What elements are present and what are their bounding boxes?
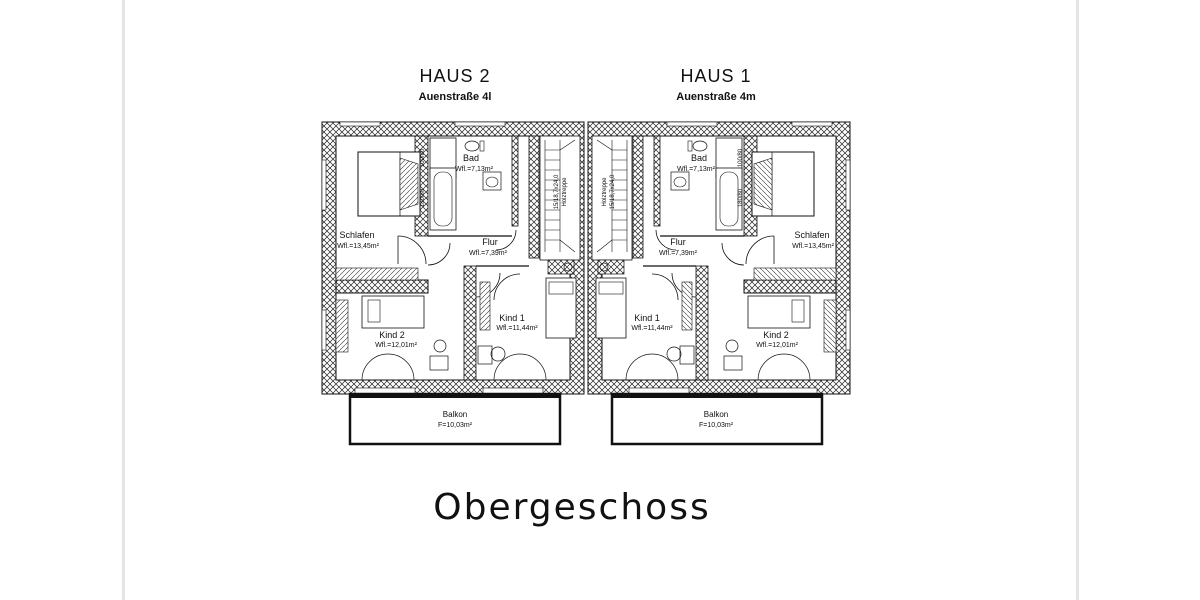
room-area-kind1: Wfl.=11,44m² xyxy=(496,325,538,332)
room-area-bad: Wfl.=7,13m² xyxy=(455,166,494,173)
room-area-kind2: Wfl.=12,01m² xyxy=(756,342,798,349)
room-label-schlafen: Schlafen xyxy=(339,230,374,240)
room-label-kind1: Kind 1 xyxy=(499,313,525,323)
house-2-address: Auenstraße 4l xyxy=(418,91,492,103)
shower-size: 100/80 xyxy=(420,148,426,167)
room-area-flur: Wfl.=7,39m² xyxy=(469,250,508,257)
room-area-flur: Wfl.=7,39m² xyxy=(659,250,698,257)
room-label-balkon: Balkon xyxy=(443,410,467,419)
tub-size: 180/80 xyxy=(738,188,744,207)
room-label-kind1: Kind 1 xyxy=(634,313,660,323)
house-2-floorplan xyxy=(320,120,586,446)
room-area-schlafen: Wfl.=13,45m² xyxy=(792,243,834,250)
page-left-border xyxy=(122,0,125,600)
shower-size: 100/80 xyxy=(738,148,744,167)
room-area-schlafen: Wfl.=13,45m² xyxy=(337,243,379,250)
stairs-dimension: 15/18,7x24,0 xyxy=(554,174,560,209)
stairs-label: Holztreppe xyxy=(562,177,568,207)
page-right-border xyxy=(1076,0,1079,600)
room-label-bad: Bad xyxy=(691,153,707,163)
stairs-dimension: 15/18,7x24,0 xyxy=(610,174,616,209)
room-label-flur: Flur xyxy=(670,237,686,247)
stairs-label: Holztreppe xyxy=(602,177,608,207)
floor-caption: Obergeschoss xyxy=(433,487,711,528)
tub-size: 180/80 xyxy=(420,188,426,207)
house-2-title: HAUS 2 xyxy=(419,66,491,86)
house-1-title: HAUS 1 xyxy=(680,66,752,86)
room-area-bad: Wfl.=7,13m² xyxy=(677,166,716,173)
room-label-balkon: Balkon xyxy=(704,410,728,419)
room-area-balkon: F=10,03m² xyxy=(699,422,734,429)
room-label-kind2: Kind 2 xyxy=(379,330,405,340)
room-label-bad: Bad xyxy=(463,153,479,163)
house-1-floorplan xyxy=(586,120,852,446)
room-label-flur: Flur xyxy=(482,237,498,247)
house-1-address: Auenstraße 4m xyxy=(676,91,756,103)
room-label-schlafen: Schlafen xyxy=(794,230,829,240)
room-area-kind2: Wfl.=12,01m² xyxy=(375,342,417,349)
room-label-kind2: Kind 2 xyxy=(763,330,789,340)
room-area-kind1: Wfl.=11,44m² xyxy=(631,325,673,332)
room-area-balkon: F=10,03m² xyxy=(438,422,473,429)
